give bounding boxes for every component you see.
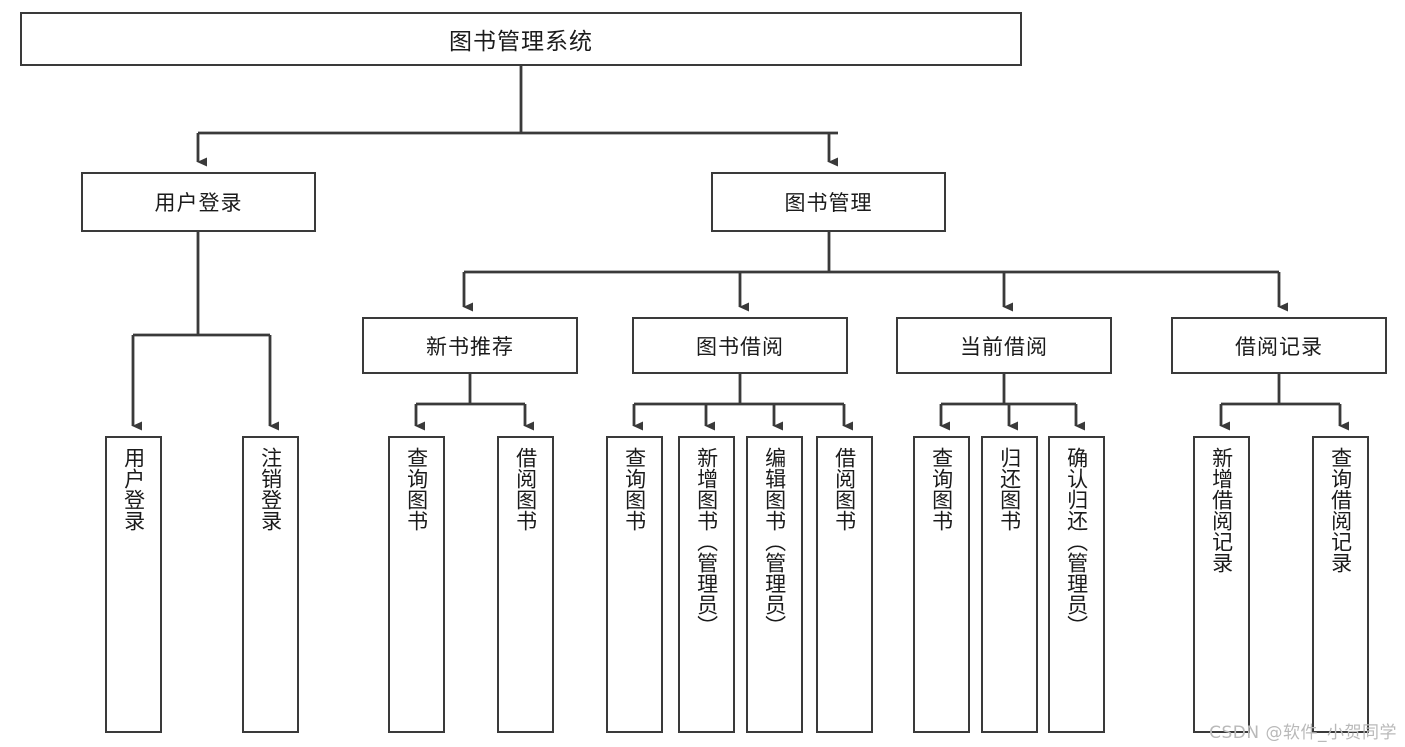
leaf-label: 查询借阅记录 [1328,447,1353,573]
leaf-label: 查询图书 [404,447,429,531]
leaf-newbook-query-book[interactable]: 查询图书 [388,436,445,733]
leaf-borrowrecord-query-record[interactable]: 查询借阅记录 [1312,436,1369,733]
leaf-label: 查询图书 [929,447,954,531]
leaf-bookborrow-edit-book[interactable]: 编辑图书（管理员） [746,436,803,733]
node-book-borrow[interactable]: 图书借阅 [632,317,848,374]
leaf-label: 借阅图书 [513,447,538,531]
node-borrow-record[interactable]: 借阅记录 [1171,317,1387,374]
leaf-bookborrow-add-book[interactable]: 新增图书（管理员） [678,436,735,733]
leaf-borrowrecord-add-record[interactable]: 新增借阅记录 [1193,436,1250,733]
leaf-label: 归还图书 [997,447,1022,531]
leaf-logout[interactable]: 注销登录 [242,436,299,733]
leaf-label: 注销登录 [258,447,283,531]
node-user-login[interactable]: 用户登录 [81,172,316,232]
leaf-bookborrow-query-book[interactable]: 查询图书 [606,436,663,733]
leaf-label: 编辑图书（管理员） [762,447,787,636]
leaf-currentborrow-confirm-return[interactable]: 确认归还（管理员） [1048,436,1105,733]
csdn-watermark: CSDN @软件_小贺同学 [1209,723,1397,743]
leaf-bookborrow-borrow-book[interactable]: 借阅图书 [816,436,873,733]
leaf-newbook-borrow-book[interactable]: 借阅图书 [497,436,554,733]
leaf-label: 借阅图书 [832,447,857,531]
node-current-borrow[interactable]: 当前借阅 [896,317,1112,374]
leaf-label: 确认归还（管理员） [1064,447,1089,636]
node-root-system[interactable]: 图书管理系统 [20,12,1022,66]
leaf-currentborrow-return-book[interactable]: 归还图书 [981,436,1038,733]
node-new-book-recommend[interactable]: 新书推荐 [362,317,578,374]
leaf-label: 查询图书 [622,447,647,531]
node-book-management[interactable]: 图书管理 [711,172,946,232]
leaf-label: 新增借阅记录 [1209,447,1234,573]
leaf-label: 新增图书（管理员） [694,447,719,636]
leaf-currentborrow-query-book[interactable]: 查询图书 [913,436,970,733]
leaf-user-login[interactable]: 用户登录 [105,436,162,733]
leaf-label: 用户登录 [121,447,146,531]
